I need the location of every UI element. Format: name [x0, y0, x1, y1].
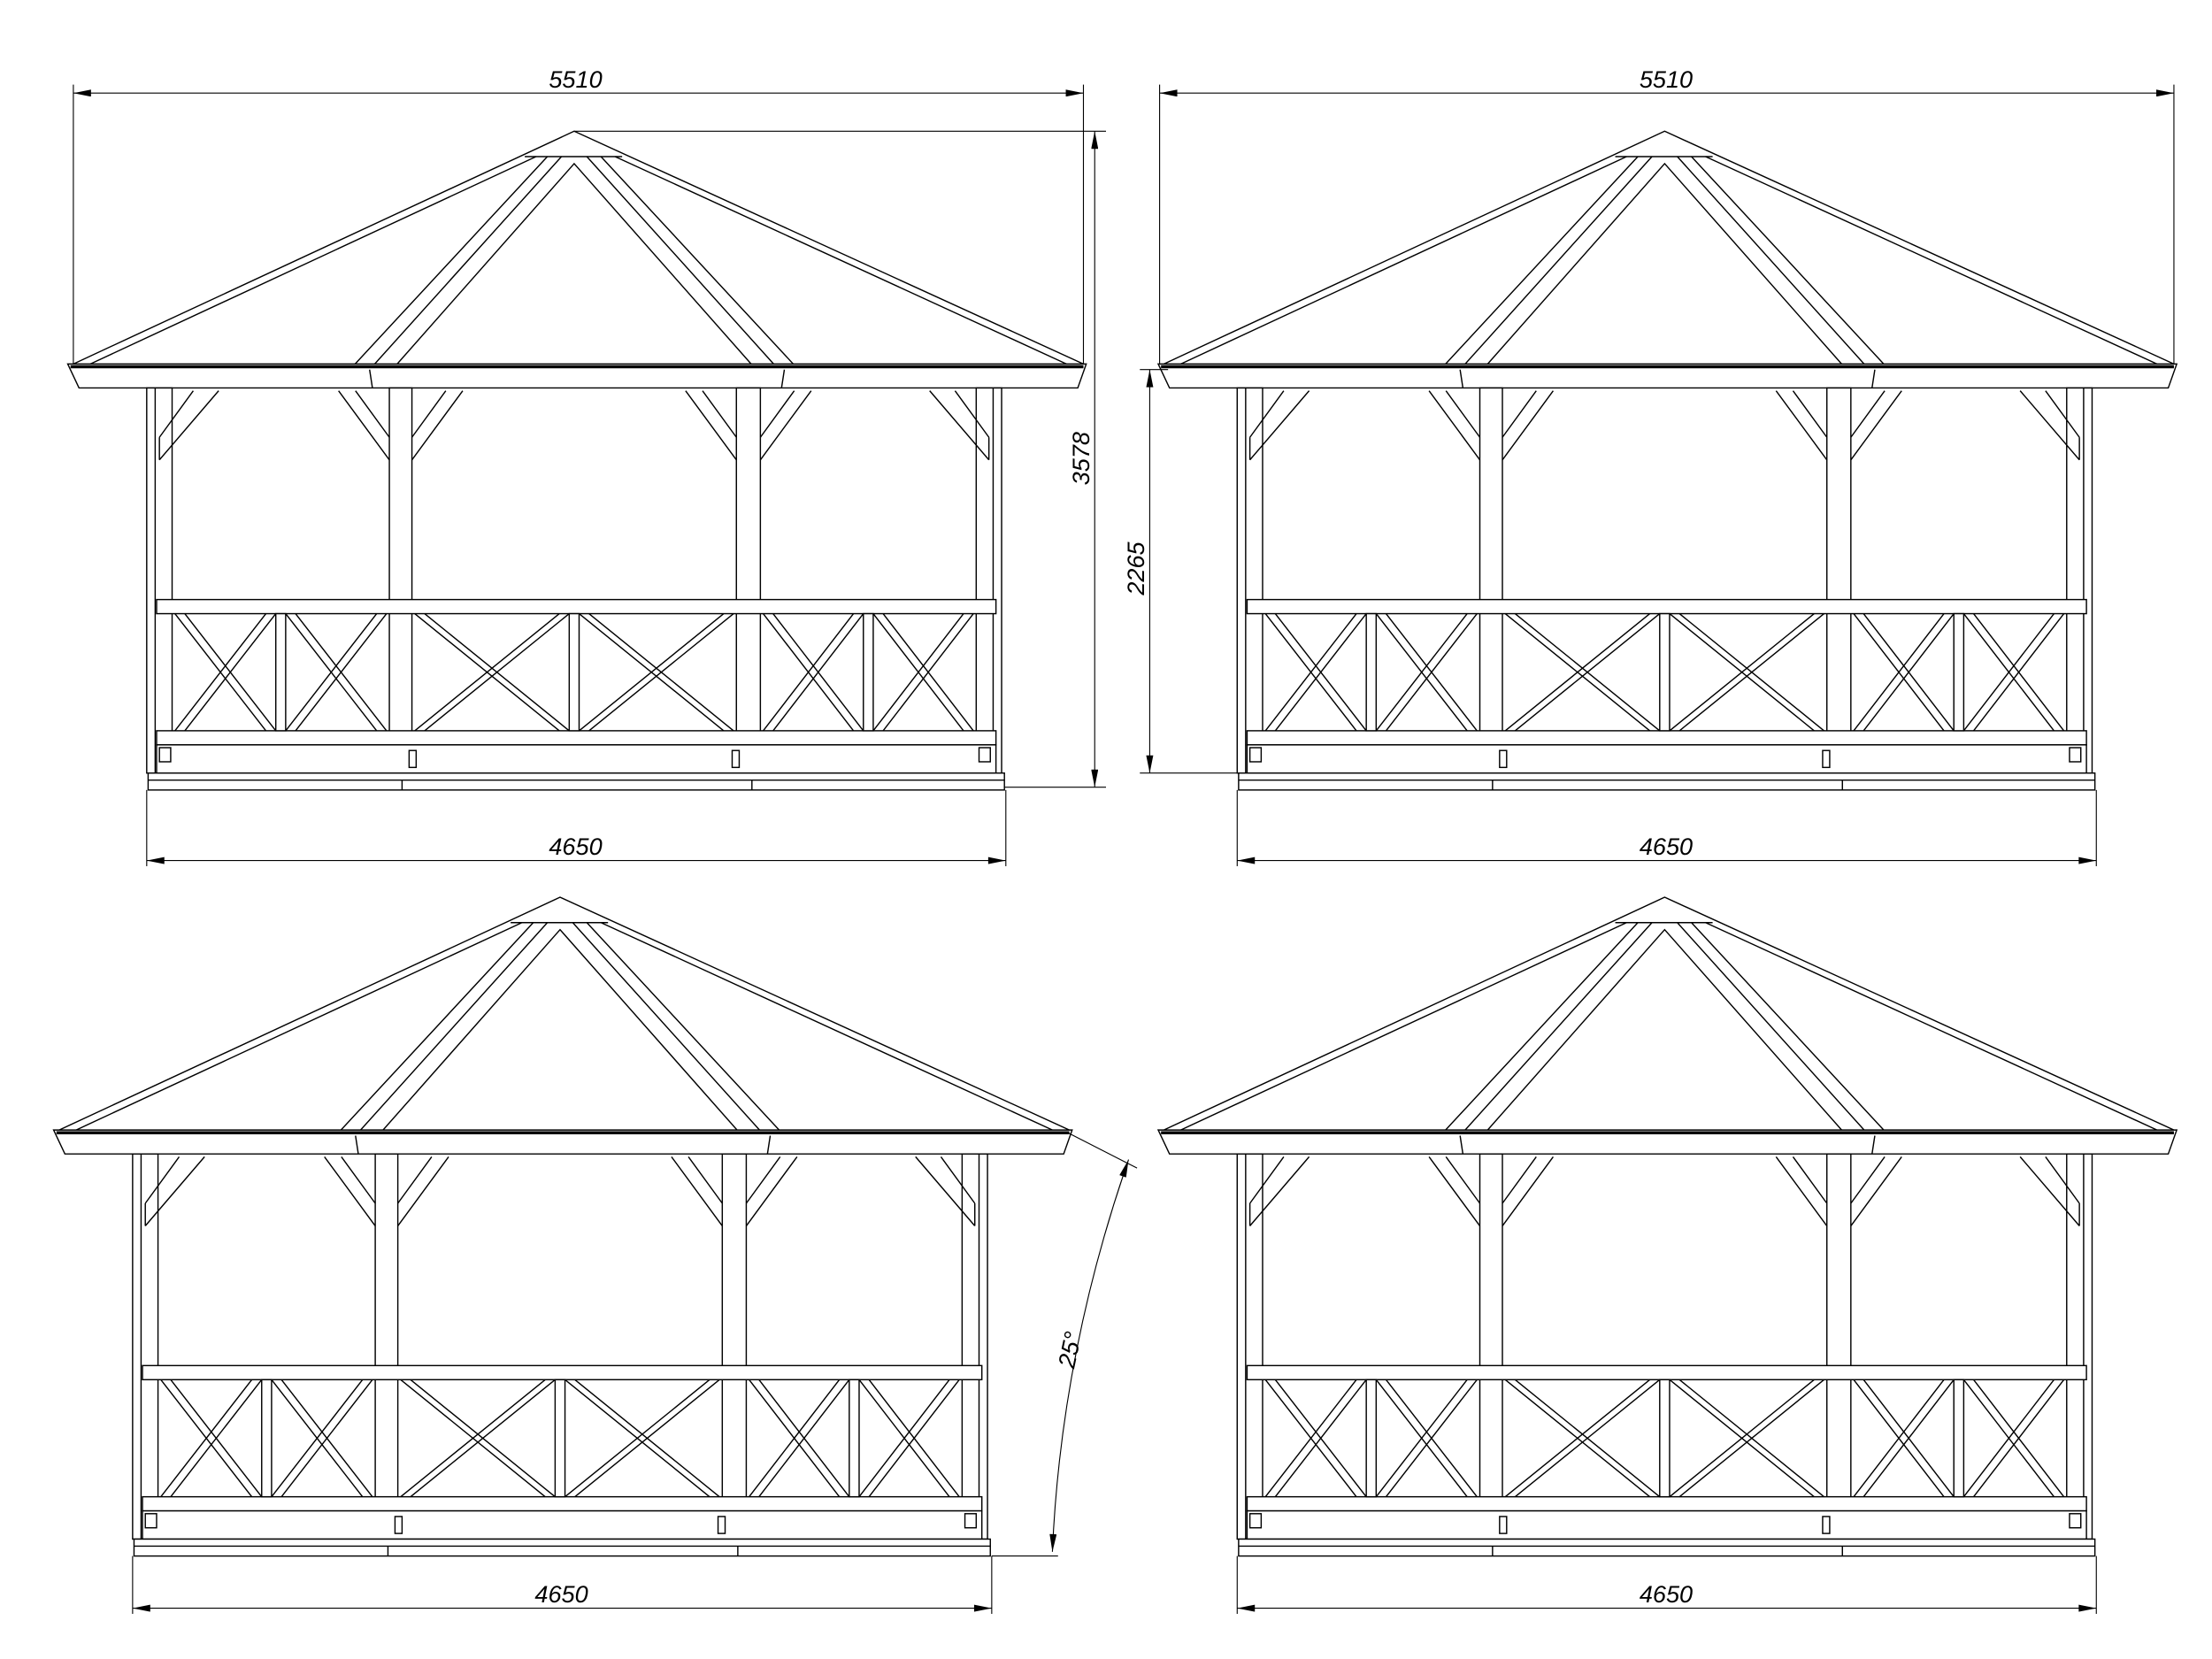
view-bottom-right: 4650: [1156, 895, 2178, 1614]
dimension-label: 4650: [549, 833, 602, 860]
dimension-label: 25°: [1052, 1329, 1087, 1371]
dimension-label: 3578: [1067, 432, 1094, 485]
view-top-left: 5510 3578 4650: [65, 65, 1106, 866]
dimension-label: 4650: [1640, 1580, 1693, 1608]
dimension-roof-angle: 25°: [991, 1132, 1138, 1557]
dimension-overall-width: 5510: [1159, 65, 2175, 365]
dimension-overall-height: 3578: [573, 130, 1106, 788]
dimension-base-width: 4650: [132, 1555, 993, 1614]
view-top-right: 5510 2265 4650: [1122, 65, 2178, 866]
dimension-label: 2265: [1122, 541, 1149, 595]
dimension-label: 5510: [549, 65, 602, 93]
dimension-label: 4650: [1640, 833, 1693, 860]
dimension-base-width: 4650: [1236, 789, 2097, 866]
view-bottom-left: 25° 4650: [51, 895, 1138, 1614]
dimension-label: 5510: [1640, 65, 1693, 93]
dimension-eave-height: 2265: [1122, 369, 1239, 774]
dimension-label: 4650: [534, 1580, 588, 1608]
dimension-base-width: 4650: [1236, 1555, 2097, 1614]
dimension-overall-width: 5510: [73, 65, 1085, 365]
dimension-base-width: 4650: [146, 789, 1007, 866]
